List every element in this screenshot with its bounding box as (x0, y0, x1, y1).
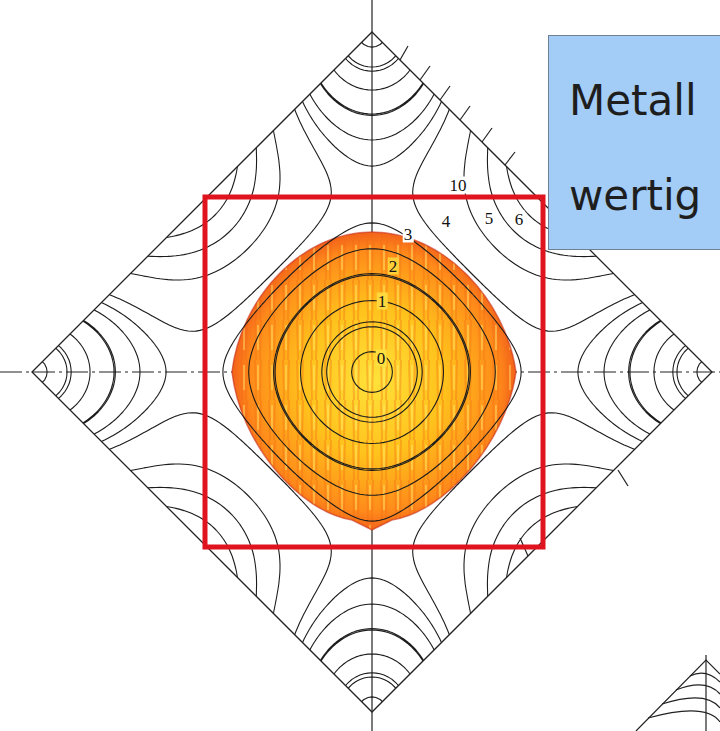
contour-number: 3 (403, 226, 414, 243)
contour-number: 0 (376, 350, 387, 367)
contour-number: 5 (484, 210, 495, 227)
neighbour-figure (636, 655, 720, 731)
highlight-frame (205, 197, 543, 547)
contour-number: 10 (449, 177, 468, 194)
contour-number: 6 (514, 211, 525, 228)
contour-number: 1 (377, 293, 388, 310)
title-box: Metall wertig (548, 35, 720, 250)
contour-number: 4 (441, 213, 452, 230)
contour-number: 2 (388, 258, 399, 275)
title-text: Metall wertig (569, 53, 720, 243)
